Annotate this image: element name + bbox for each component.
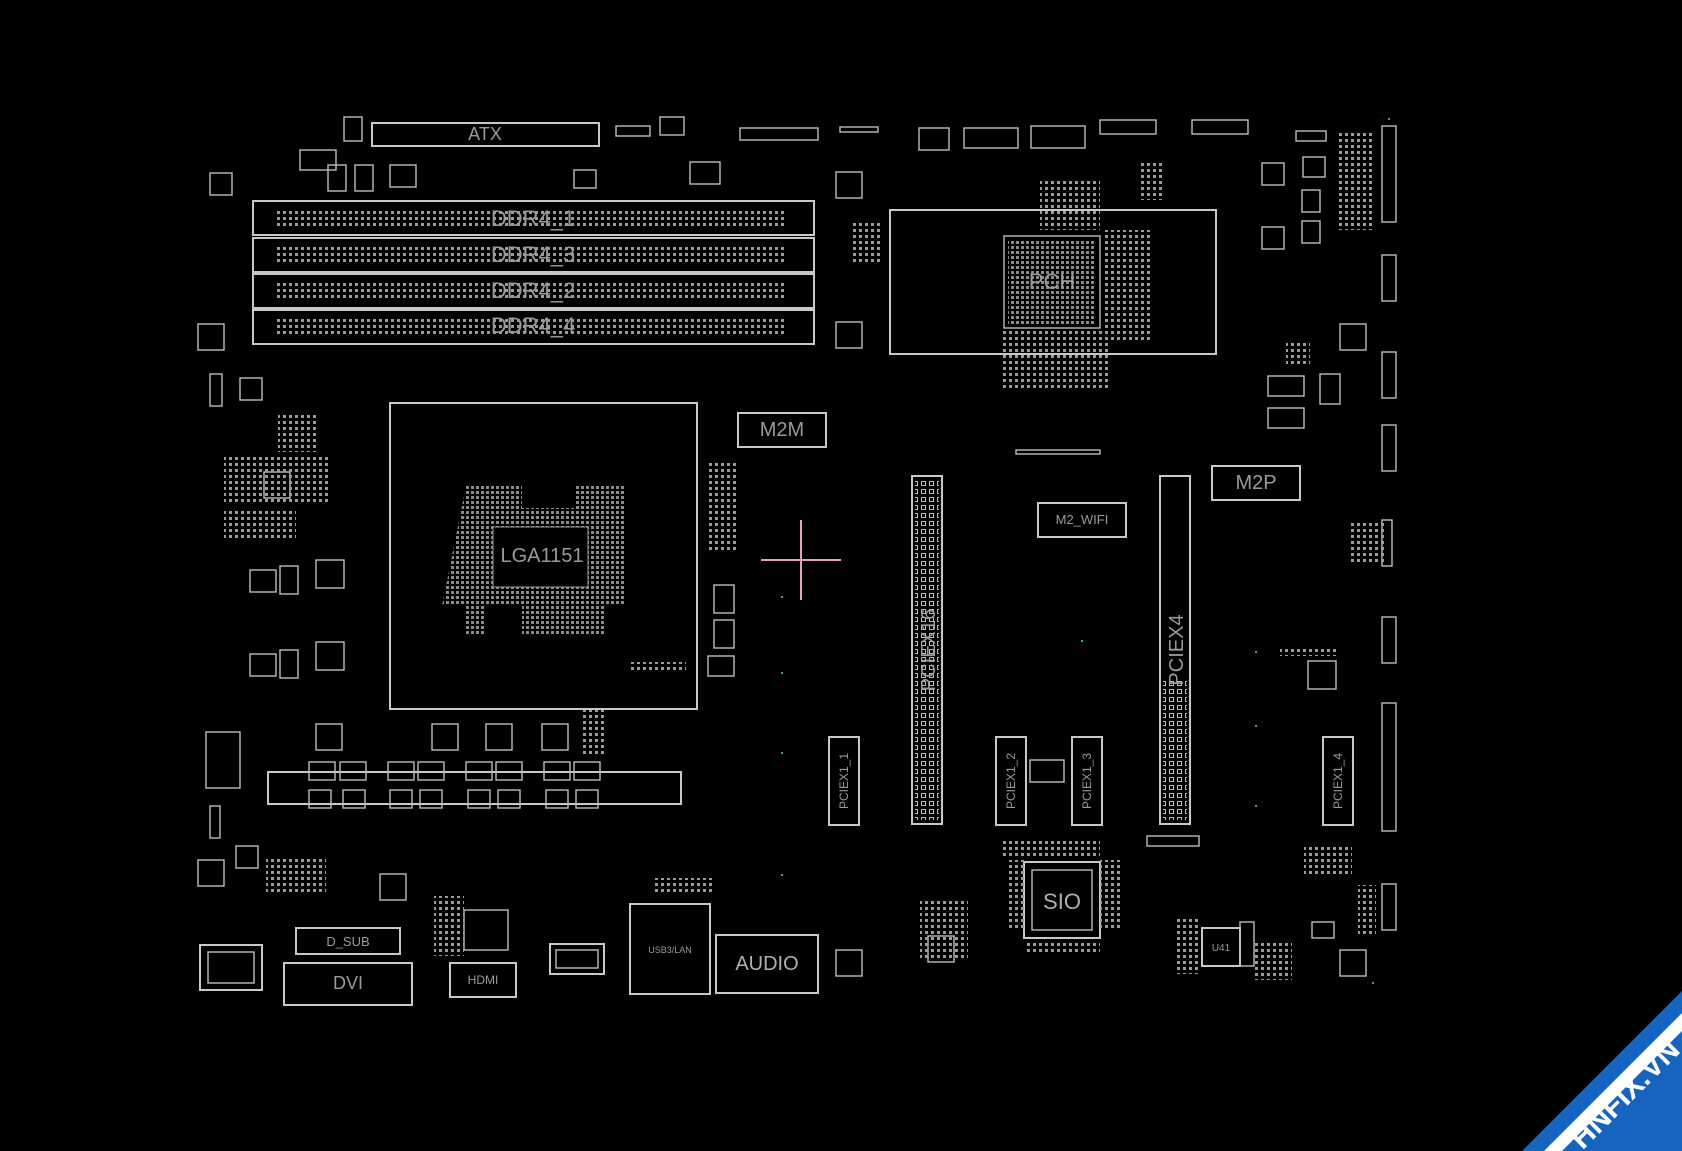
ddr4-slot-4[interactable]: DDR4_4: [252, 309, 815, 345]
dvi-label: DVI: [333, 973, 363, 993]
pciex16-label: PCIEX16: [918, 609, 940, 691]
m2p-label: M2P: [1235, 472, 1276, 494]
pciex1-slot-3[interactable]: PCIEX1_3: [1071, 736, 1103, 826]
sio-label: SIO: [1043, 889, 1081, 914]
u41-chip[interactable]: U41: [1201, 927, 1241, 967]
usb-connector[interactable]: [549, 943, 605, 975]
ps2-connector[interactable]: [199, 944, 263, 991]
pciex1-3-label: PCIEX1_3: [1080, 753, 1094, 809]
atx-label: ATX: [468, 124, 502, 144]
ddr4-slot-3[interactable]: DDR4_3: [252, 237, 815, 273]
pciex1-slot-1[interactable]: PCIEX1_1: [828, 736, 860, 826]
pch-label: PCH: [1029, 269, 1075, 294]
pciex1-slot-2[interactable]: PCIEX1_2: [995, 736, 1027, 826]
dsub-label: D_SUB: [326, 934, 369, 949]
hdmi-label: HDMI: [468, 973, 499, 987]
pciex16-slot[interactable]: PCIEX16: [911, 475, 943, 825]
test-point-markers: [781, 118, 1390, 984]
small-components: [197, 116, 1397, 980]
ddr4-1-label: DDR4_1: [491, 206, 575, 231]
m2m-slot[interactable]: M2M: [737, 412, 827, 448]
u41-label: U41: [1212, 943, 1231, 954]
ddr4-4-label: DDR4_4: [491, 313, 575, 338]
cpu-socket[interactable]: LGA1151: [389, 402, 698, 710]
usb-lan-connector[interactable]: USB3/LAN: [629, 903, 711, 995]
audio-label: AUDIO: [735, 953, 798, 975]
m2p-slot[interactable]: M2P: [1211, 465, 1301, 501]
watermark: HNFIX.VN: [1482, 951, 1682, 1151]
pciex1-2-label: PCIEX1_2: [1004, 753, 1018, 809]
m2-wifi-label: M2_WIFI: [1056, 512, 1109, 527]
hdmi-connector[interactable]: HDMI: [449, 962, 517, 998]
crosshair-cursor: [761, 520, 841, 600]
ddr4-slot-1[interactable]: DDR4_1: [252, 200, 815, 236]
vrm-strip[interactable]: [267, 723, 682, 809]
pch-chip[interactable]: PCH: [889, 209, 1217, 355]
m2-wifi-slot[interactable]: M2_WIFI: [1037, 502, 1127, 538]
pciex1-1-label: PCIEX1_1: [837, 753, 851, 809]
sio-chip[interactable]: SIO: [1023, 861, 1101, 939]
dvi-connector[interactable]: DVI: [283, 962, 413, 1006]
pciex1-slot-4[interactable]: PCIEX1_4: [1322, 736, 1354, 826]
pciex4-label: PCIEX4: [1166, 614, 1188, 685]
pciex1-4-label: PCIEX1_4: [1331, 753, 1345, 809]
pciex4-slot[interactable]: PCIEX4: [1159, 475, 1191, 825]
ddr4-2-label: DDR4_2: [491, 278, 575, 303]
ddr4-slot-2[interactable]: DDR4_2: [252, 273, 815, 309]
socket-label: LGA1151: [500, 545, 583, 567]
dsub-connector[interactable]: D_SUB: [295, 927, 401, 955]
m2m-label: M2M: [760, 419, 804, 441]
atx-connector[interactable]: ATX: [371, 122, 600, 147]
usblan-label: USB3/LAN: [648, 945, 692, 955]
audio-connector[interactable]: AUDIO: [715, 934, 819, 994]
ddr4-3-label: DDR4_3: [491, 242, 575, 267]
